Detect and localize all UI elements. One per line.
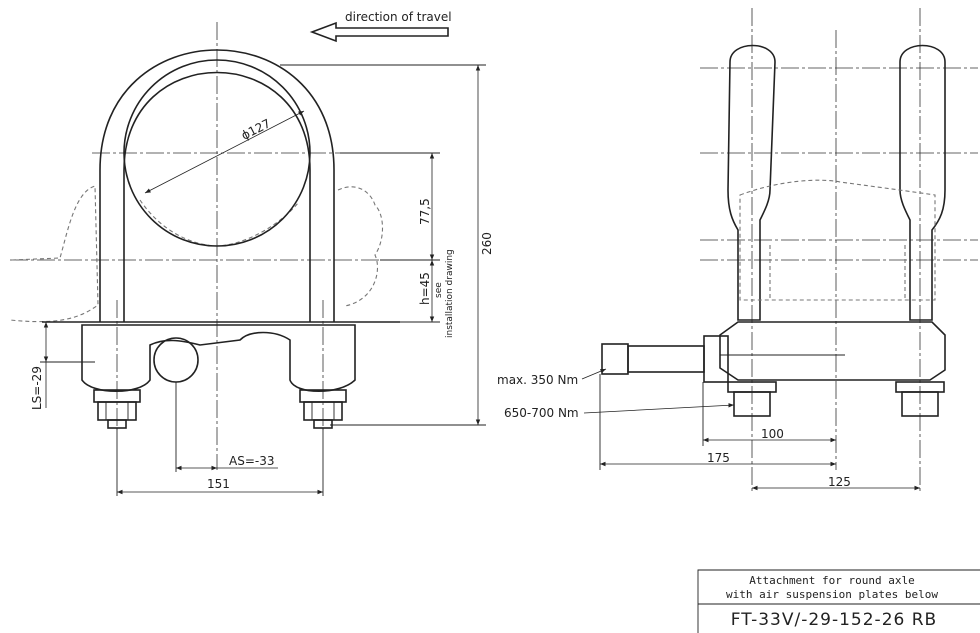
- side-right-nut: [901, 391, 939, 417]
- part-number: FT-33V/-29-152-26 RB: [731, 610, 937, 630]
- u-bolt-left-leg: [727, 44, 776, 321]
- u-bolt-outer: [99, 49, 335, 322]
- as-label: AS=-33: [229, 454, 274, 468]
- title-block: Attachment for round axle with air suspe…: [697, 569, 980, 633]
- stud-shank: [627, 345, 705, 373]
- clamp-plate-body: [81, 324, 356, 393]
- locating-pin-circle: [153, 337, 199, 383]
- front-view: direction of travel ϕ127 260 77,5 h=45 s…: [9, 10, 494, 496]
- right-spring-outline: [337, 186, 384, 307]
- u-bolt-inner: [123, 71, 311, 322]
- dimension-260-label: 260: [480, 232, 494, 255]
- u-bolt-right-leg: [899, 44, 946, 321]
- left-spring-outline: [9, 185, 99, 323]
- direction-of-travel-label: direction of travel: [345, 10, 452, 24]
- title-line-1: Attachment for round axle: [749, 574, 915, 587]
- dimension-77-5-label: 77,5: [418, 198, 432, 225]
- see-note: see: [434, 282, 444, 298]
- ls-label: LS=-29: [30, 366, 44, 410]
- torque-650-label: 650-700 Nm: [504, 406, 579, 420]
- title-block-frame: [697, 569, 980, 633]
- dimension-175-label: 175: [707, 451, 730, 465]
- side-left-nut: [733, 391, 771, 417]
- travel-direction-arrow-icon: [309, 21, 449, 43]
- diameter-dimension-line: [144, 110, 305, 194]
- dimension-125-label: 125: [828, 475, 851, 489]
- dimension-100-label: 100: [761, 427, 784, 441]
- spring-hidden-body: [739, 179, 936, 301]
- installation-drawing-note: installation drawing: [445, 249, 455, 338]
- torque-350-label: max. 350 Nm: [497, 373, 578, 387]
- stud-head: [703, 335, 729, 383]
- torque-350-leader: [581, 368, 607, 380]
- dimension-h-label: h=45: [418, 272, 432, 305]
- side-clamp-plate: [719, 321, 946, 381]
- torque-650-leader: [583, 403, 735, 414]
- dimension-151-label: 151: [207, 477, 230, 491]
- axle-lower-hidden-arc: [139, 199, 299, 247]
- side-view: max. 350 Nm 650-700 Nm 100 175 125: [497, 8, 978, 492]
- round-axle-circle: [123, 59, 311, 247]
- diameter-label: ϕ127: [239, 116, 273, 142]
- title-line-2: with air suspension plates below: [726, 588, 938, 601]
- stud-threaded-end: [601, 343, 629, 375]
